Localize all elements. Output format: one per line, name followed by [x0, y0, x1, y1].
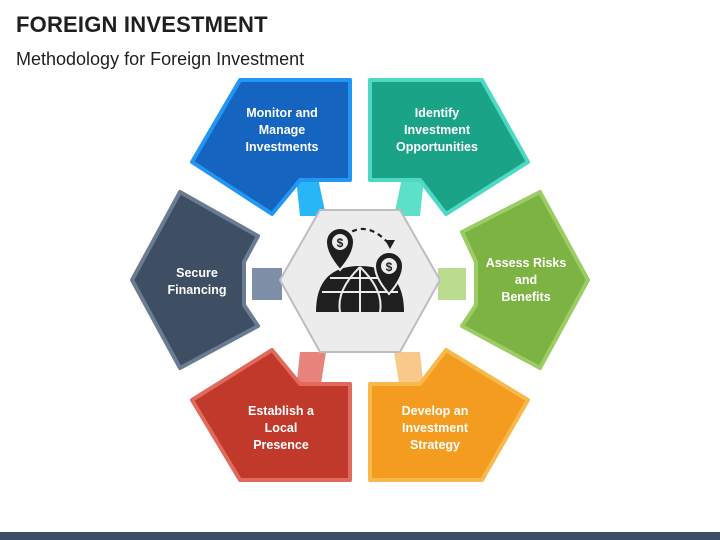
step-shape-monitor — [190, 78, 352, 216]
connector-develop — [394, 352, 424, 390]
globe-with-dollar-location-pins-icon: $ $ — [316, 227, 405, 313]
bottom-bar — [0, 532, 720, 540]
step-shape-establish — [190, 348, 352, 482]
connector-identify — [394, 178, 424, 216]
step-shape-secure — [130, 190, 260, 370]
page-subtitle: Methodology for Foreign Investment — [16, 49, 305, 69]
connector-monitor — [296, 178, 326, 216]
connector-secure — [252, 268, 282, 300]
step-label-monitor: Monitor and Manage Investments — [245, 106, 319, 154]
step-label-identify: Identify Investment Opportunities — [396, 106, 478, 154]
step-label-assess: Assess Risks and Benefits — [485, 256, 567, 304]
connector-establish — [296, 352, 326, 390]
step-shape-identify — [368, 78, 530, 216]
svg-text:$: $ — [386, 260, 393, 274]
step-shape-assess — [460, 190, 590, 370]
page-title: FOREIGN INVESTMENT — [16, 12, 268, 37]
step-label-establish: Establish a Local Presence — [248, 404, 314, 452]
step-label-develop: Develop an Investment Strategy — [401, 404, 469, 452]
svg-text:$: $ — [337, 236, 344, 250]
connector-assess — [438, 268, 466, 300]
step-label-secure: Secure Financing — [167, 266, 227, 297]
step-shape-develop — [368, 348, 530, 482]
